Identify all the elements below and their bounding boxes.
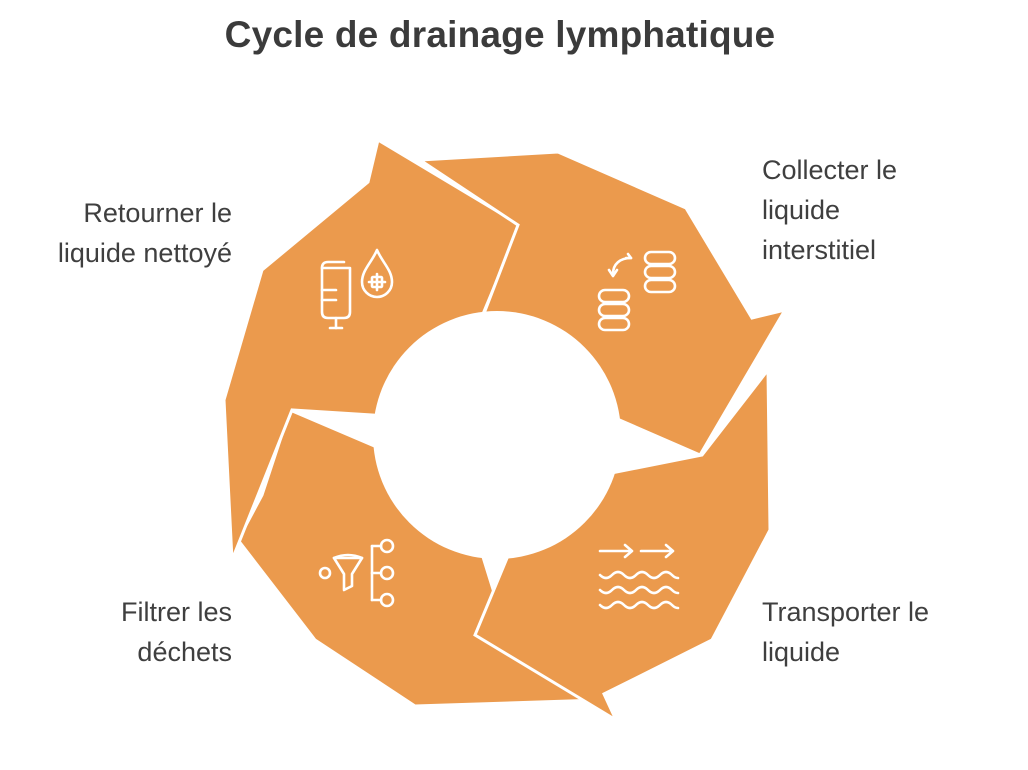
cycle-segment-return	[222, 137, 522, 561]
cycle-segment-transport	[473, 365, 772, 724]
water-flow-icon	[598, 543, 680, 610]
step-label-filter: Filtrer les déchets	[120, 597, 232, 667]
database-transfer-icon	[597, 250, 677, 332]
diagram-title: Cycle de drainage lymphatique	[224, 14, 776, 55]
filter-funnel-icon	[318, 538, 395, 608]
step-label-transport: Transporter le liquide	[762, 597, 930, 667]
iv-bag-medical-drop-icon	[320, 248, 394, 330]
step-label-collect: Collecter le liquide interstitiel	[762, 155, 898, 265]
step-label-return: Retourner le liquide nettoyé	[57, 198, 232, 268]
